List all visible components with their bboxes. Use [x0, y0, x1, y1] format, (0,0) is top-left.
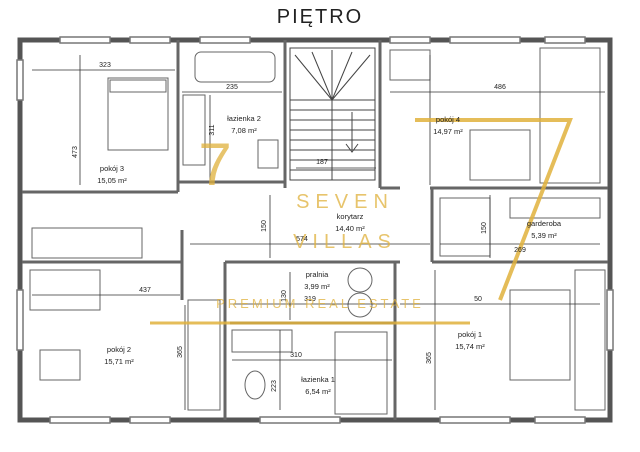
dimension-label: 311	[209, 124, 216, 135]
room-labels: pokój 3 15,05 m² łazienka 2 7,08 m² pokó…	[97, 114, 562, 396]
dimension-label: 323	[99, 62, 111, 69]
room-name: garderoba	[527, 219, 562, 228]
room-area: 3,99 m²	[304, 282, 330, 291]
room-name: pokój 4	[436, 115, 460, 124]
bed-pokoj2	[29, 269, 101, 311]
desk-pokoj4	[389, 49, 431, 81]
watermark	[150, 118, 573, 325]
wardrobe-pokoj2	[187, 299, 221, 411]
wardrobe-pokoj4	[539, 47, 601, 184]
room-area: 15,74 m²	[455, 342, 485, 351]
room-name: pokój 1	[458, 330, 482, 339]
room-area: 6,54 m²	[305, 387, 331, 396]
windows	[16, 36, 614, 424]
watermark-mark: 7	[198, 131, 231, 198]
room-name: pokój 2	[107, 345, 131, 354]
dimension-label: 365	[177, 346, 184, 358]
watermark-word2: VILLAS	[293, 231, 397, 253]
room-area: 14,97 m²	[433, 127, 463, 136]
watermark-seven-mark	[415, 118, 573, 301]
bed-pokoj3	[107, 77, 169, 151]
room-name: korytarz	[337, 212, 364, 221]
room-area: 15,05 m²	[97, 176, 127, 185]
dimension-label: 235	[226, 84, 238, 91]
furniture	[29, 47, 606, 415]
staircase	[289, 47, 376, 181]
room-name: pokój 3	[100, 164, 124, 173]
dimension-label: 319	[304, 296, 316, 303]
watermark-text: SEVEN VILLAS PREMIUM REAL ESTATE 7	[198, 131, 424, 311]
dimension-label: 187	[316, 159, 328, 166]
dimension-label: 437	[139, 287, 151, 294]
dimension-label: 574	[296, 236, 308, 243]
toilet-lazienka1	[244, 370, 266, 400]
shower-lazienka1	[334, 331, 388, 415]
room-area: 14,40 m²	[335, 224, 365, 233]
floor-title: PIĘTRO	[276, 6, 364, 28]
wardrobe-pokoj1	[574, 269, 606, 411]
shower-lazienka2	[257, 139, 279, 169]
room-area: 5,39 m²	[531, 231, 557, 240]
bathtub-lazienka2	[194, 51, 276, 83]
dimension-label: 269	[514, 247, 526, 254]
dimension-label: 150	[481, 222, 488, 234]
room-name: pralnia	[306, 270, 329, 279]
desk-pokoj2	[39, 349, 81, 381]
room-area: 7,08 m²	[231, 126, 257, 135]
dimension-label: 50	[474, 296, 482, 303]
dimension-label: 365	[426, 352, 433, 364]
dimension-labels: 323 473 235 311 187 486 150 574 150 269 …	[72, 62, 526, 392]
dimension-label: 223	[271, 380, 278, 392]
dimension-label: 150	[261, 220, 268, 232]
room-name: łazienka 2	[227, 114, 261, 123]
vanity-lazienka1	[231, 329, 293, 353]
dimension-label: 486	[494, 84, 506, 91]
vanity-lazienka2	[182, 94, 206, 166]
watermark-tagline: PREMIUM REAL ESTATE	[216, 296, 424, 311]
wardrobe-pokoj3	[31, 227, 143, 259]
room-name: łazienka 1	[301, 375, 335, 384]
bed-pokoj4	[469, 129, 531, 181]
bed-pokoj1	[509, 289, 571, 381]
dimension-label: 130	[281, 290, 288, 302]
dimension-label: 473	[72, 146, 79, 158]
watermark-word1: SEVEN	[296, 191, 394, 213]
washer-pralnia	[347, 267, 373, 293]
dryer-pralnia	[347, 292, 373, 318]
dimension-label: 310	[290, 352, 302, 359]
room-area: 15,71 m²	[104, 357, 134, 366]
